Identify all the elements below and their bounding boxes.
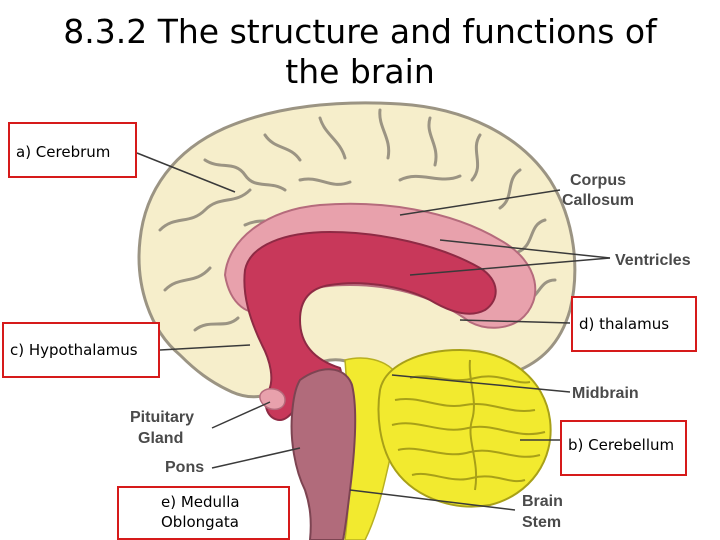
corpus-callosum-label: Corpus	[570, 172, 626, 189]
brain-stem-label: Brain	[522, 493, 563, 510]
pituitary-label-2: Gland	[138, 430, 183, 447]
midbrain-label: Midbrain	[572, 385, 639, 402]
medulla-label-line-2: Oblongata	[161, 513, 239, 531]
thalamus-label: d) thalamus	[579, 315, 670, 333]
pituitary-shape	[259, 388, 286, 411]
medulla-label-box: e) Medulla Oblongata	[117, 486, 290, 540]
cerebellum-shape	[377, 348, 552, 508]
title-line-2: the brain	[285, 52, 435, 91]
hypothalamus-label-box: c) Hypothalamus	[2, 322, 160, 378]
thalamus-label-box: d) thalamus	[571, 296, 697, 352]
ventricles-label: Ventricles	[615, 252, 691, 269]
brainstem-shape	[290, 368, 357, 540]
brain-stem-label-2: Stem	[522, 514, 561, 531]
hypothalamus-label: c) Hypothalamus	[10, 341, 138, 359]
pointer-lines	[136, 152, 611, 511]
medulla-label-line-1: e) Medulla	[161, 493, 240, 511]
cerebrum-label-box: a) Cerebrum	[8, 122, 137, 178]
corpus-callosum-label-2: Callosum	[562, 192, 634, 209]
cerebellum-label-box: b) Cerebellum	[560, 420, 687, 476]
pons-label: Pons	[165, 459, 204, 476]
cerebellum-label: b) Cerebellum	[568, 436, 675, 454]
page-title: 8.3.2 The structure and functions of the…	[0, 12, 720, 92]
cerebrum-label: a) Cerebrum	[16, 143, 111, 161]
pituitary-label: Pituitary	[130, 409, 194, 426]
title-line-1: 8.3.2 The structure and functions of	[63, 12, 657, 51]
